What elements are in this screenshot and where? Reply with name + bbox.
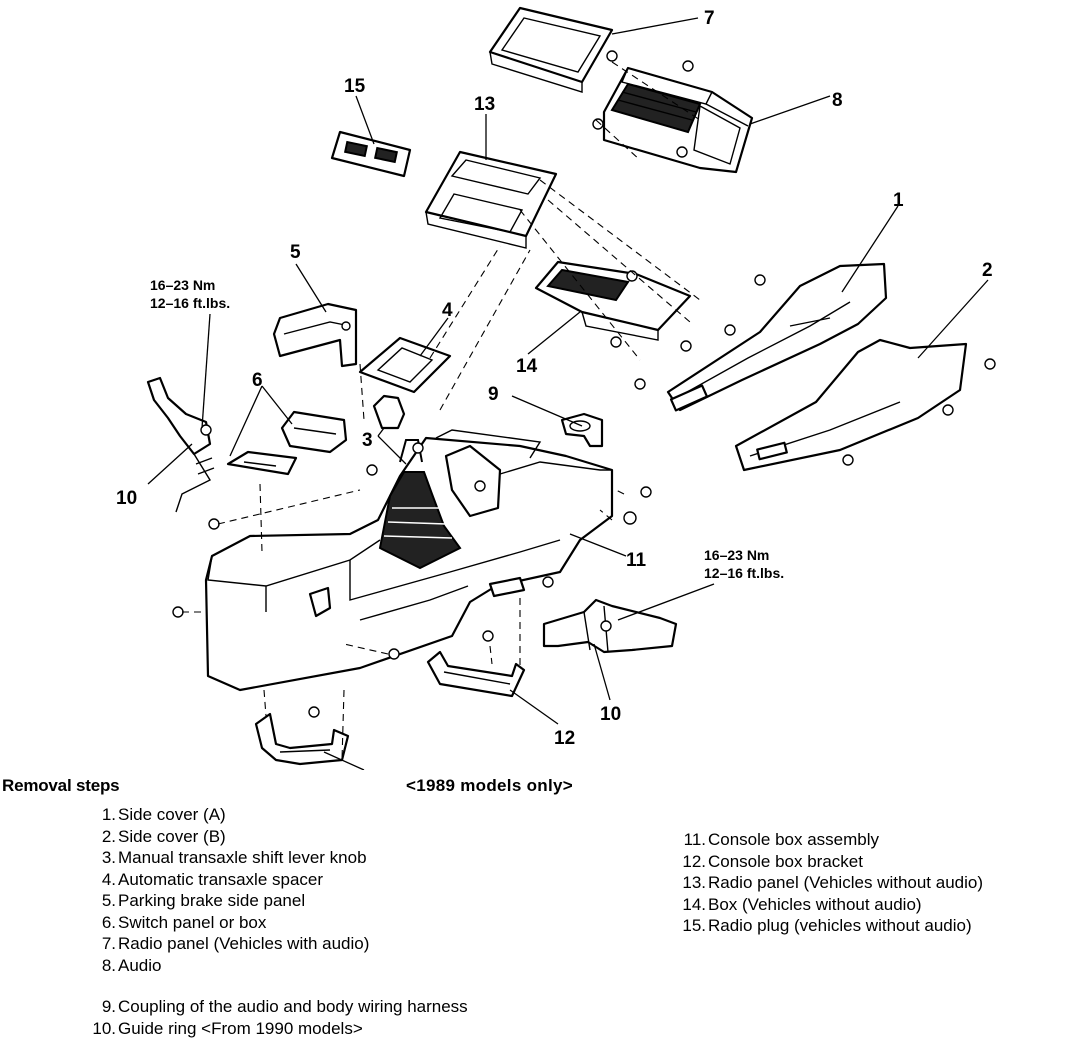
- part-5-parking-brake-side-panel: [272, 302, 358, 368]
- part-13-radio-panel: [424, 150, 558, 249]
- removal-step: 9.Coupling of the audio and body wiring …: [101, 997, 468, 1016]
- torque-left-nm: 16–23 Nm: [150, 277, 215, 293]
- part-8-audio-unit: [602, 66, 754, 174]
- removal-step: 1.Side cover (A): [101, 805, 226, 824]
- callout-10-right: 10: [600, 704, 621, 725]
- removal-step: 10.Guide ring <From 1990 models>: [92, 1018, 363, 1038]
- callout-12-center: 12: [554, 728, 575, 749]
- mounting-bolts: [172, 50, 996, 718]
- callout-10-left: 10: [116, 488, 137, 509]
- part-11-console-box: [204, 429, 614, 692]
- part-3-shift-knob: [372, 394, 406, 430]
- shift-boot: [378, 439, 502, 570]
- part-1-side-cover-a: [666, 262, 888, 412]
- part-12-console-bracket: [426, 576, 526, 698]
- torque-right-nm: 16–23 Nm: [704, 547, 769, 563]
- part-10-guide-ring-right: [542, 598, 678, 654]
- removal-steps-list-right: 11.Console box assembly 12.Console box b…: [672, 829, 1070, 937]
- part-6-switch-panel: [226, 410, 348, 476]
- callout-1: 1: [893, 190, 904, 211]
- leader-lines: [147, 17, 989, 770]
- part-2-side-cover-b: [734, 338, 968, 472]
- callout-3: 3: [362, 430, 373, 451]
- removal-step: 13.Radio panel (Vehicles without audio): [682, 873, 984, 892]
- callout-14: 14: [516, 356, 538, 377]
- note-1989-models-only: <1989 models only>: [406, 776, 573, 795]
- removal-step: 3.Manual transaxle shift lever knob: [101, 848, 367, 867]
- part-4-at-spacer: [358, 336, 452, 394]
- torque-right-ftlbs: 12–16 ft.lbs.: [704, 565, 784, 581]
- callout-6: 6: [252, 370, 263, 391]
- removal-step: 15.Radio plug (vehicles without audio): [682, 916, 972, 935]
- alignment-lines: [182, 61, 701, 761]
- callout-9: 9: [488, 384, 499, 405]
- removal-step: 6.Switch panel or box: [101, 912, 267, 932]
- removal-step: 7.Radio panel (Vehicles with audio): [101, 934, 370, 953]
- removal-step: 5.Parking brake side panel: [101, 891, 306, 910]
- removal-steps-list-left: 1.Side cover (A) 2.Side cover (B) 3.Manu…: [82, 804, 542, 1039]
- callout-5: 5: [290, 242, 301, 263]
- part-12-bracket-1989: [254, 712, 350, 766]
- callout-13: 13: [474, 94, 495, 115]
- part-7-radio-panel-frame: [488, 6, 614, 93]
- callout-2: 2: [982, 260, 993, 281]
- removal-steps-title: Removal steps: [2, 776, 120, 795]
- torque-left-ftlbs: 12–16 ft.lbs.: [150, 295, 230, 311]
- removal-step: 12.Console box bracket: [682, 851, 863, 871]
- callout-4: 4: [442, 300, 453, 321]
- callout-15: 15: [344, 76, 366, 97]
- part-15-radio-plug: [330, 130, 412, 178]
- removal-step: 4.Automatic transaxle spacer: [101, 869, 324, 889]
- part-9-wiring-coupling: [560, 412, 604, 448]
- part-10-guide-ring-left: [146, 376, 215, 513]
- removal-step: 2.Side cover (B): [101, 826, 226, 846]
- exploded-view-diagram: 7 8 15 13 1 2 5 4 14 9 6 3 10 11 10 12 1…: [116, 6, 996, 770]
- removal-step: 8.Audio: [101, 955, 162, 975]
- callout-11: 11: [626, 550, 647, 571]
- callout-7: 7: [704, 8, 715, 29]
- callout-8: 8: [832, 90, 843, 111]
- removal-step: 11.Console box assembly: [683, 830, 880, 849]
- removal-step: 14.Box (Vehicles without audio): [682, 894, 922, 914]
